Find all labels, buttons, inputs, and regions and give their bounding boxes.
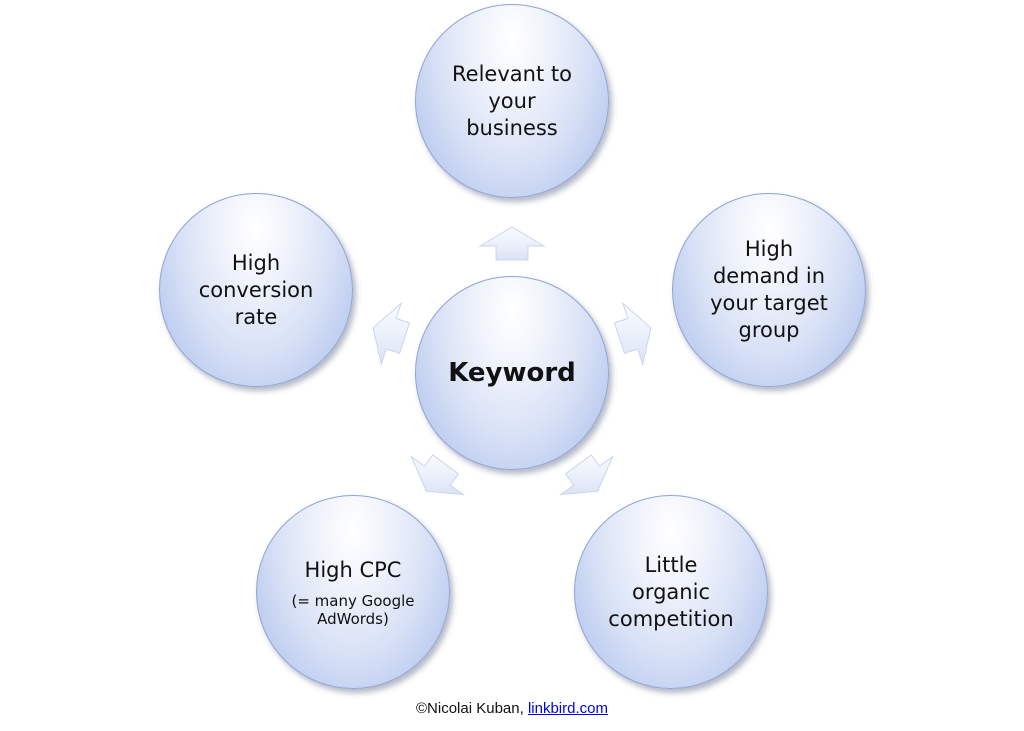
arrow-to-bottom-right: [559, 454, 614, 496]
node-high-conversion-rate: High conversion rate: [159, 193, 353, 387]
node-relevant-to-business: Relevant to your business: [415, 4, 609, 198]
footer-credit-text: ©Nicolai Kuban,: [416, 700, 528, 717]
arrow-to-left: [372, 301, 411, 367]
node-high-cpc: High CPC (= many Google AdWords): [256, 495, 450, 689]
footer-link[interactable]: linkbird.com: [527, 700, 608, 717]
node-label: High CPC: [304, 557, 402, 582]
center-label: Keyword: [448, 358, 576, 388]
node-label: High conversion rate: [198, 250, 314, 329]
arrow-to-bottom-left: [410, 454, 465, 496]
node-label: High demand in your target group: [710, 237, 828, 342]
center-node-keyword: Keyword: [415, 276, 609, 470]
node-label: Relevant to your business: [452, 61, 572, 140]
node-sublabel: (= many Google AdWords): [291, 591, 415, 628]
node-little-organic-competition: Little organic competition: [574, 495, 768, 689]
node-high-demand: High demand in your target group: [672, 193, 866, 387]
footer-credit: ©Nicolai Kuban, linkbird.com: [0, 700, 1024, 717]
arrow-to-right: [613, 301, 652, 367]
node-label: Little organic competition: [608, 552, 734, 631]
arrow-to-top: [478, 226, 546, 261]
